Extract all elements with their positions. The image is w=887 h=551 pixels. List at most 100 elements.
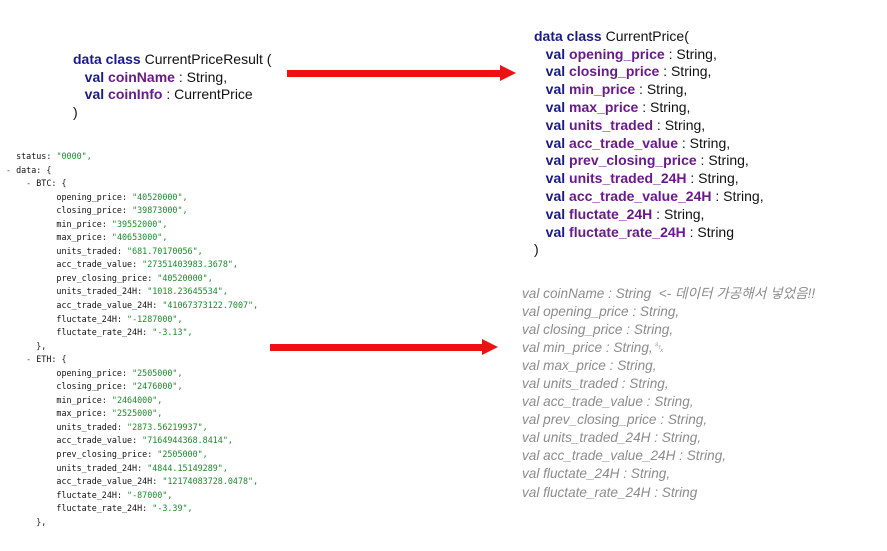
json-field-line: acc_trade_value: "7164944368.8414", xyxy=(56,435,233,446)
json-value: "-87000", xyxy=(127,489,173,500)
json-field-line: fluctate_24H: "-87000", xyxy=(56,489,173,500)
field-line: val acc_trade_value : String, xyxy=(545,134,731,151)
json-value: "40520000", xyxy=(132,191,188,202)
json-key: prev_closing_price xyxy=(56,272,148,283)
field-line: val fluctate_rate_24H : String xyxy=(545,223,735,240)
field-line: val prev_closing_price : String, xyxy=(545,152,749,169)
json-key: closing_price xyxy=(56,381,122,392)
flat-list-item: val units_traded_24H : String, xyxy=(522,430,702,446)
json-key: fluctate_rate_24H xyxy=(56,503,143,514)
json-key: units_traded_24H xyxy=(56,286,138,297)
collapse-toggle[interactable]: - xyxy=(26,354,37,365)
flattened-field-list: val coinName : String <- 데이터 가공해서 넣었음!!v… xyxy=(522,285,815,502)
json-field-line: units_traded: "2873.56219937", xyxy=(56,421,208,432)
json-field-line: acc_trade_value_24H: "12174083728.0478", xyxy=(56,476,259,487)
json-key: closing_price xyxy=(56,205,122,216)
class-header: data class CurrentPriceResult ( xyxy=(73,50,272,67)
field-line: val coinName : String, xyxy=(84,68,228,85)
json-value: "40520000", xyxy=(157,272,213,283)
json-key: data xyxy=(16,164,37,175)
json-coin-line: - ETH: { xyxy=(26,354,67,365)
json-field-line: prev_closing_price: "2505000", xyxy=(56,449,208,460)
json-key: fluctate_24H xyxy=(56,489,117,500)
json-data-line: - data: { xyxy=(6,164,52,175)
json-field-line: closing_price: "39873000", xyxy=(56,205,188,216)
json-field-line: acc_trade_value: "27351403983.3678", xyxy=(56,259,238,270)
field-line: val coinInfo : CurrentPrice xyxy=(84,86,253,103)
field-line: val acc_trade_value_24H : String, xyxy=(545,187,764,204)
json-close-line: }, xyxy=(36,340,47,351)
json-field-line: units_traded_24H: "4844.15149289", xyxy=(56,462,228,473)
class-close: ) xyxy=(534,241,539,258)
flat-list-item: val fluctate_24H : String, xyxy=(522,466,671,482)
json-field-line: fluctate_24H: "-1287000", xyxy=(56,313,183,324)
json-key: acc_trade_value_24H xyxy=(56,476,153,487)
json-value: "681.70170056", xyxy=(127,245,203,256)
json-value: "41067373122.7007", xyxy=(162,300,259,311)
field-line: val max_price : String, xyxy=(545,98,691,115)
json-value: "4844.15149289", xyxy=(147,462,228,473)
json-value: "2505000", xyxy=(157,449,208,460)
json-key: status xyxy=(16,151,47,161)
json-key: max_price xyxy=(56,232,102,243)
json-value: "27351403983.3678", xyxy=(142,259,238,270)
json-value: "39873000", xyxy=(132,205,188,216)
json-value: "40653000", xyxy=(111,232,168,243)
json-key: fluctate_rate_24H xyxy=(56,327,143,338)
field-line: val closing_price : String, xyxy=(545,63,712,80)
json-key: acc_trade_value xyxy=(56,435,133,446)
flat-list-item: val prev_closing_price : String, xyxy=(522,412,708,428)
class-header: data class CurrentPrice( xyxy=(534,27,689,44)
json-field-line: acc_trade_value_24H: "41067373122.7007", xyxy=(56,300,259,311)
json-key: opening_price xyxy=(56,191,122,202)
json-field-line: units_traded_24H: "1018.23645534", xyxy=(56,286,228,297)
current-price-class: data class CurrentPrice( val opening_pri… xyxy=(534,10,764,277)
json-value: "-1287000", xyxy=(127,313,183,324)
json-field-line: fluctate_rate_24H: "-3.39", xyxy=(56,503,193,514)
current-price-result-class: data class CurrentPriceResult ( val coin… xyxy=(73,33,271,140)
json-field-line: units_traded: "681.70170056", xyxy=(56,245,203,256)
json-value: "7164944368.8414", xyxy=(142,435,233,446)
flat-list-item: val acc_trade_value : String, xyxy=(522,394,694,410)
json-value: "39552000", xyxy=(111,218,168,229)
json-field-line: max_price: "40653000", xyxy=(56,232,168,243)
field-line: val min_price : String, xyxy=(545,81,688,98)
json-key: units_traded xyxy=(56,245,117,256)
collapse-toggle[interactable]: - xyxy=(26,178,37,189)
arrow-right-icon xyxy=(270,339,498,355)
json-key: min_price xyxy=(56,218,102,229)
json-field-line: min_price: "39552000", xyxy=(56,218,168,229)
json-value: "-3.13", xyxy=(152,327,193,338)
flat-list-item: val closing_price : String, xyxy=(522,322,674,338)
json-coin-line: - BTC: { xyxy=(26,178,67,189)
json-key: units_traded_24H xyxy=(56,462,138,473)
json-key: max_price xyxy=(56,408,102,419)
json-viewer: status: "0000", - data: { - BTC: { openin… xyxy=(6,150,258,529)
json-key: min_price xyxy=(56,394,102,405)
json-value: "2476000", xyxy=(132,381,183,392)
json-key: units_traded xyxy=(56,421,117,432)
field-line: val opening_price : String, xyxy=(545,45,717,62)
json-value: "0000", xyxy=(56,151,92,161)
json-field-line: fluctate_rate_24H: "-3.13", xyxy=(56,327,193,338)
json-close-line: }, xyxy=(36,516,47,527)
json-key: acc_trade_value_24H xyxy=(56,300,153,311)
json-value: "1018.23645534", xyxy=(147,286,228,297)
field-line: val fluctate_24H : String, xyxy=(545,205,705,222)
flat-list-item: val acc_trade_value_24H : String, xyxy=(522,448,727,464)
collapse-toggle[interactable]: - xyxy=(6,164,17,175)
json-value: "12174083728.0478", xyxy=(162,476,259,487)
flat-list-item: val min_price : String,␂ xyxy=(522,340,664,356)
json-key: opening_price xyxy=(56,367,122,378)
flat-list-item: val units_traded : String, xyxy=(522,376,669,392)
json-key: fluctate_24H xyxy=(56,313,117,324)
json-value: "2464000", xyxy=(111,394,163,405)
json-field-line: opening_price: "2505000", xyxy=(56,367,183,378)
json-field-line: prev_closing_price: "40520000", xyxy=(56,272,213,283)
json-value: "-3.39", xyxy=(152,503,193,514)
json-status-line: status: "0000", xyxy=(16,151,92,161)
json-field-line: max_price: "2525000", xyxy=(56,408,163,419)
json-value: "2873.56219937", xyxy=(127,421,208,432)
flat-list-item: val opening_price : String, xyxy=(522,304,680,320)
flat-list-item: val fluctate_rate_24H : String xyxy=(522,484,698,500)
